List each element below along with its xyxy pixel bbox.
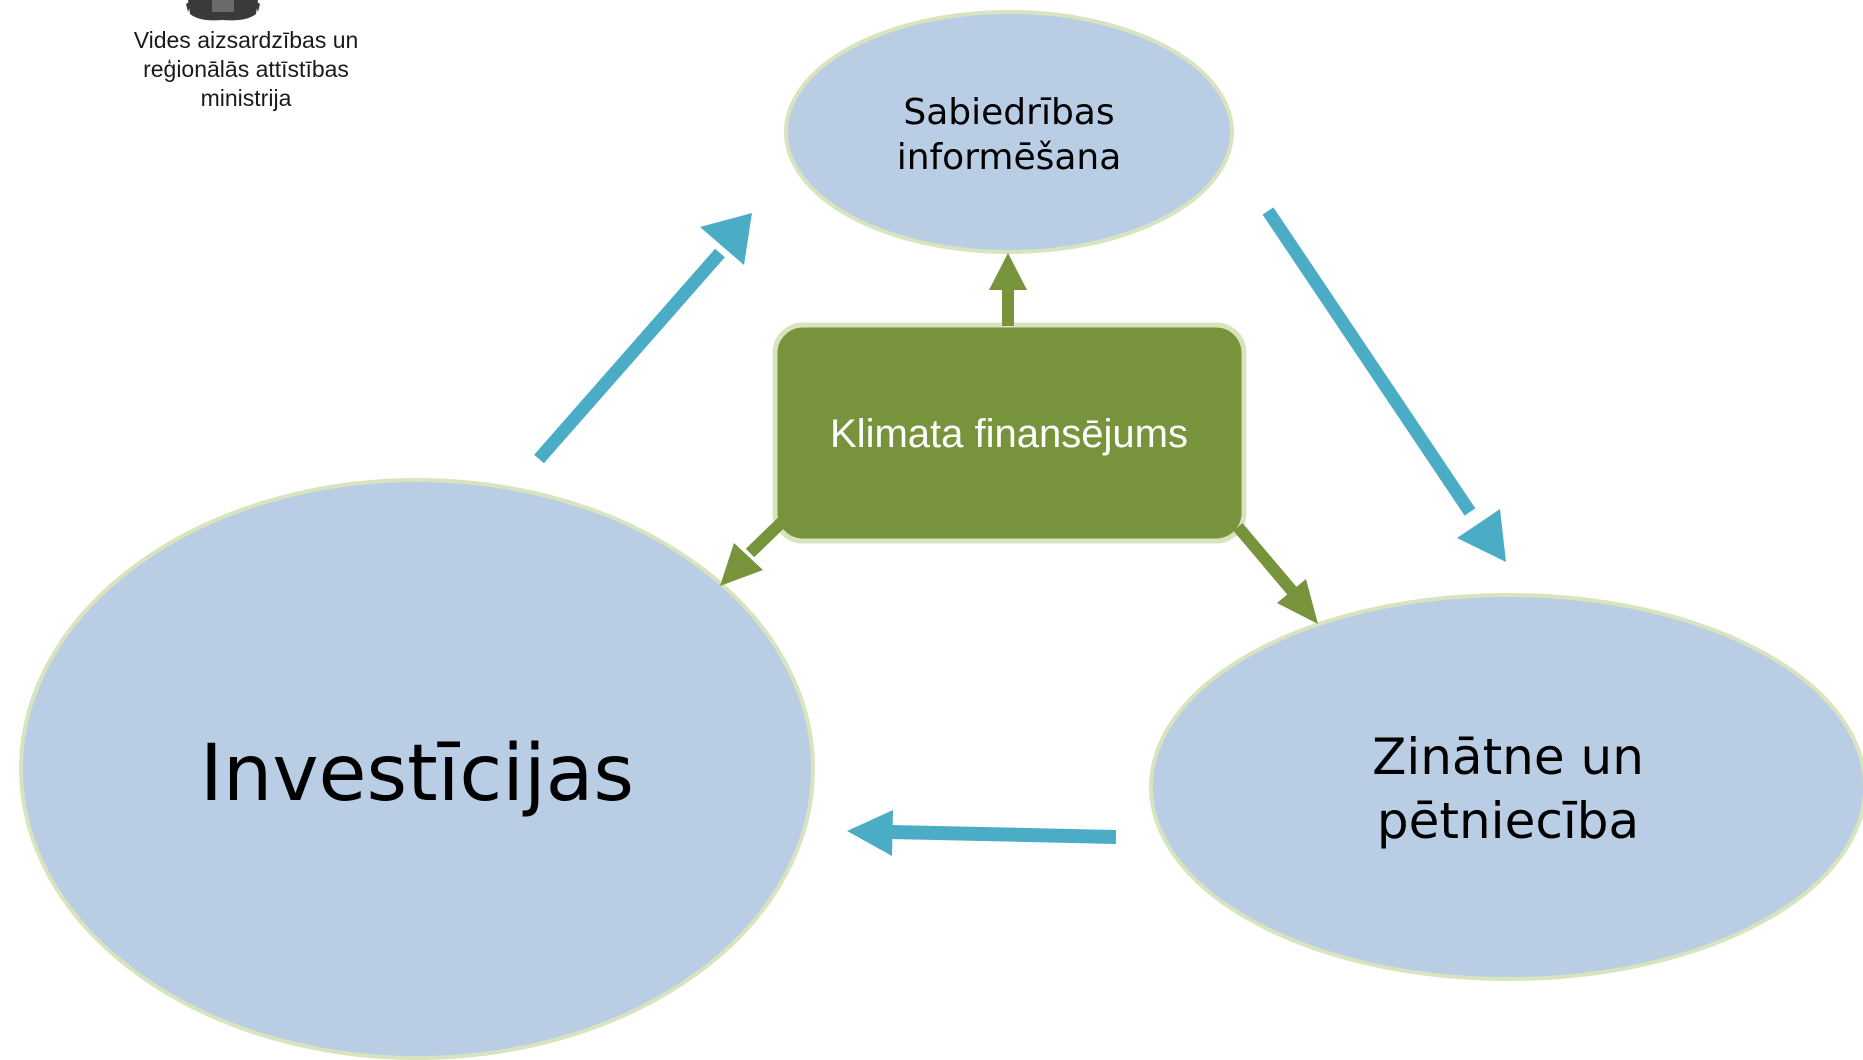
node-right-label-line-2: pētniecība (1377, 792, 1639, 850)
node-right-label-line-1: Zinātne un (1372, 728, 1644, 786)
node-left-label: Investīcijas (200, 729, 634, 819)
org-name-line-1: Vides aizsardzības un (134, 27, 359, 53)
center-arrow-up (989, 253, 1027, 326)
node-top-ellipse (784, 10, 1234, 254)
org-name-line-2: reģionālās attīstības (143, 56, 349, 82)
cycle-arrow-left-to-top (534, 213, 752, 464)
node-left-ellipse (19, 478, 815, 1060)
node-right-ellipse (1149, 593, 1863, 981)
center-arrow-down-left (720, 517, 787, 586)
cycle-arrow-right-to-left (847, 810, 1117, 856)
coat-of-arms-icon (186, 0, 260, 21)
org-name-line-3: ministrija (201, 85, 292, 111)
center-label: Klimata finansējums (830, 412, 1188, 456)
cycle-arrow-top-to-right (1262, 207, 1506, 562)
center-arrow-down-right (1233, 523, 1318, 624)
node-top-label-line-2: informēšana (897, 137, 1122, 178)
node-top-label-line-1: Sabiedrības (903, 92, 1114, 133)
logo: Vides aizsardzības un reģionālās attīstī… (134, 0, 359, 111)
